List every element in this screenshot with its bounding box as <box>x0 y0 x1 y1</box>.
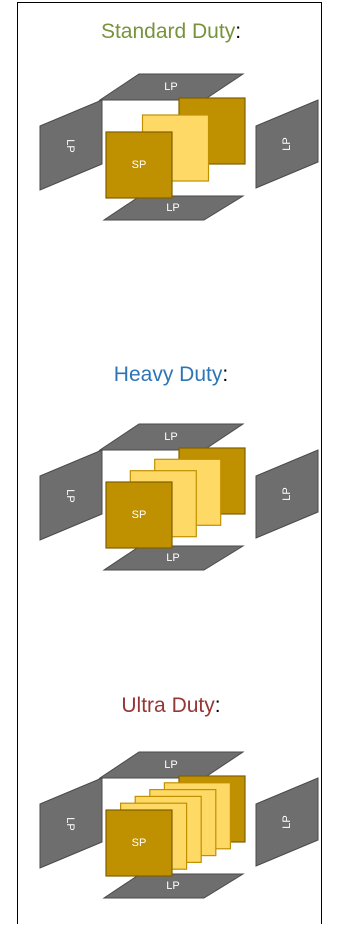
lp-plate-top-label: LP <box>164 759 177 771</box>
lp-plate-bottom: LP <box>102 545 245 571</box>
diagram-frame <box>17 2 322 924</box>
heavy-duty-title-text: Heavy Duty <box>113 363 223 386</box>
lp-plate-right-label: LP <box>281 815 293 828</box>
lp-plate-left: LP <box>39 99 103 191</box>
lp-plate-top: LP <box>98 73 245 101</box>
lp-plate-bottom: LP <box>102 873 245 899</box>
lp-plate-right-label: LP <box>281 487 293 500</box>
lp-plate-left-label: LP <box>64 139 76 152</box>
sp-label: SP <box>132 837 147 849</box>
lp-plate-left: LP <box>39 777 103 869</box>
standard-duty-title-colon: : <box>235 20 242 43</box>
sp-pad-front <box>105 809 173 877</box>
lp-plate-top: LP <box>98 423 245 451</box>
sp-label: SP <box>132 509 147 521</box>
lp-plate-top-label: LP <box>164 431 177 443</box>
heavy-duty-title: Heavy Duty: <box>0 363 342 387</box>
sp-pad-front <box>105 481 173 549</box>
lp-plate-top-label: LP <box>164 81 177 93</box>
lp-plate-right: LP <box>255 777 319 867</box>
ultra-duty-title-text: Ultra Duty <box>121 694 215 717</box>
lp-plate-right: LP <box>255 99 319 189</box>
ultra-duty-title-colon: : <box>214 694 221 717</box>
lp-plate-right-label: LP <box>281 137 293 150</box>
lp-plate-top: LP <box>98 751 245 779</box>
sp-label: SP <box>132 159 147 171</box>
lp-plate-left-label: LP <box>64 489 76 502</box>
lp-plate-left: LP <box>39 449 103 541</box>
standard-duty-diagram: LP LP LP LP SP <box>39 73 319 221</box>
lp-plate-left-label: LP <box>64 817 76 830</box>
lp-plate-bottom-label: LP <box>166 880 179 892</box>
sp-pad-front <box>105 131 173 199</box>
heavy-duty-diagram: LP LP LP LP SP <box>39 423 319 571</box>
ultra-duty-diagram: LP LP LP LP SP <box>39 751 319 899</box>
standard-duty-title: Standard Duty: <box>0 20 342 44</box>
lp-plate-bottom-label: LP <box>166 202 179 214</box>
lp-plate-bottom: LP <box>102 195 245 221</box>
standard-duty-title-text: Standard Duty <box>100 20 236 43</box>
heavy-duty-title-colon: : <box>222 363 229 386</box>
lp-plate-bottom-label: LP <box>166 552 179 564</box>
lp-plate-right: LP <box>255 449 319 539</box>
ultra-duty-title: Ultra Duty: <box>0 694 342 718</box>
